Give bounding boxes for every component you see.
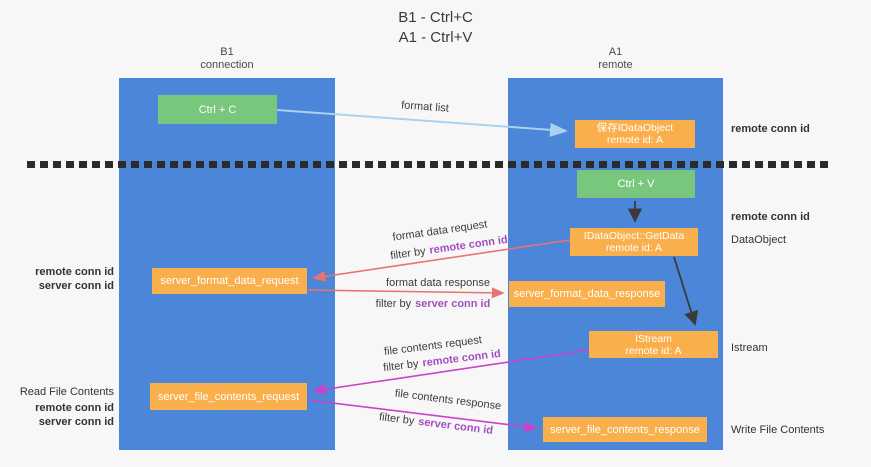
right-remote-conn-id-1: remote conn id <box>731 123 810 135</box>
filter-by-text-3: filter by <box>382 357 420 375</box>
label-format-data-response: format data response <box>386 277 490 289</box>
node-ctrl-c: Ctrl + C <box>158 95 277 124</box>
filter-by-text-2: filter by <box>375 298 412 310</box>
left-server-conn-id-2: server conn id <box>38 416 114 428</box>
right-remote-conn-id-2: remote conn id <box>731 211 810 223</box>
node-server-format-data-request: server_format_data_request <box>152 268 307 294</box>
node-getdata-line1: IDataObject::GetData <box>583 230 685 242</box>
lane-header-b1: B1 connection <box>119 46 335 72</box>
node-server-format-data-response-label: server_format_data_response <box>513 288 661 300</box>
node-save-idataobject: 保存IDataObject remote id: A <box>575 120 695 148</box>
filter-by-text-1: filter by <box>389 245 427 263</box>
node-ctrl-v-label: Ctrl + V <box>617 178 655 190</box>
lane-b1-role: connection <box>200 59 254 71</box>
right-dataobject-label: DataObject <box>731 234 787 246</box>
node-server-file-contents-response: server_file_contents_response <box>543 417 707 442</box>
node-idataobject-getdata: IDataObject::GetData remote id: A <box>570 228 698 256</box>
title-line-2: A1 - Ctrl+V <box>398 29 473 46</box>
left-remote-conn-id-1: remote conn id <box>35 266 114 278</box>
label-format-list: format list <box>400 99 450 115</box>
node-server-format-data-response: server_format_data_response <box>509 281 665 307</box>
left-server-conn-id-1: server conn id <box>38 280 114 292</box>
title-line-1: B1 - Ctrl+C <box>398 9 473 26</box>
node-server-file-contents-request: server_file_contents_request <box>150 383 307 410</box>
remote-conn-id-filter-1: remote conn id <box>428 233 509 257</box>
node-server-file-contents-request-label: server_file_contents_request <box>157 390 300 403</box>
filter-by-text-4: filter by <box>378 411 416 428</box>
right-write-file-contents-label: Write File Contents <box>731 424 825 436</box>
left-remote-conn-id-2: remote conn id <box>35 402 114 414</box>
node-server-format-data-request-label: server_format_data_request <box>160 275 299 287</box>
node-ctrl-v: Ctrl + V <box>577 170 695 198</box>
server-conn-id-filter-4: server conn id <box>417 415 494 437</box>
right-istream-label: Istream <box>731 342 768 354</box>
server-conn-id-filter-2: server conn id <box>415 298 491 310</box>
node-save-idataobject-line2: remote id: A <box>606 134 664 146</box>
node-getdata-line2: remote id: A <box>605 242 663 254</box>
arrow-format-data-response <box>307 287 505 299</box>
node-server-file-contents-response-label: server_file_contents_response <box>550 423 700 436</box>
diagram-title: B1 - Ctrl+C A1 - Ctrl+V <box>0 8 871 48</box>
node-istream-line2: remote id: A <box>625 344 682 357</box>
lane-header-a1: A1 remote <box>508 46 723 72</box>
label-file-contents-response: file contents response <box>394 387 502 413</box>
node-ctrl-c-label: Ctrl + C <box>198 103 237 116</box>
left-read-file-contents-label: Read File Contents <box>19 386 114 398</box>
lane-a1-role: remote <box>598 59 633 71</box>
lane-a1-name: A1 <box>608 46 623 58</box>
node-save-idataobject-line1: 保存IDataObject <box>596 122 674 134</box>
session-separator-line <box>27 161 833 168</box>
lane-b1-name: B1 <box>220 46 234 58</box>
node-istream: IStream remote id: A <box>589 331 718 358</box>
node-istream-line1: IStream <box>635 332 672 345</box>
